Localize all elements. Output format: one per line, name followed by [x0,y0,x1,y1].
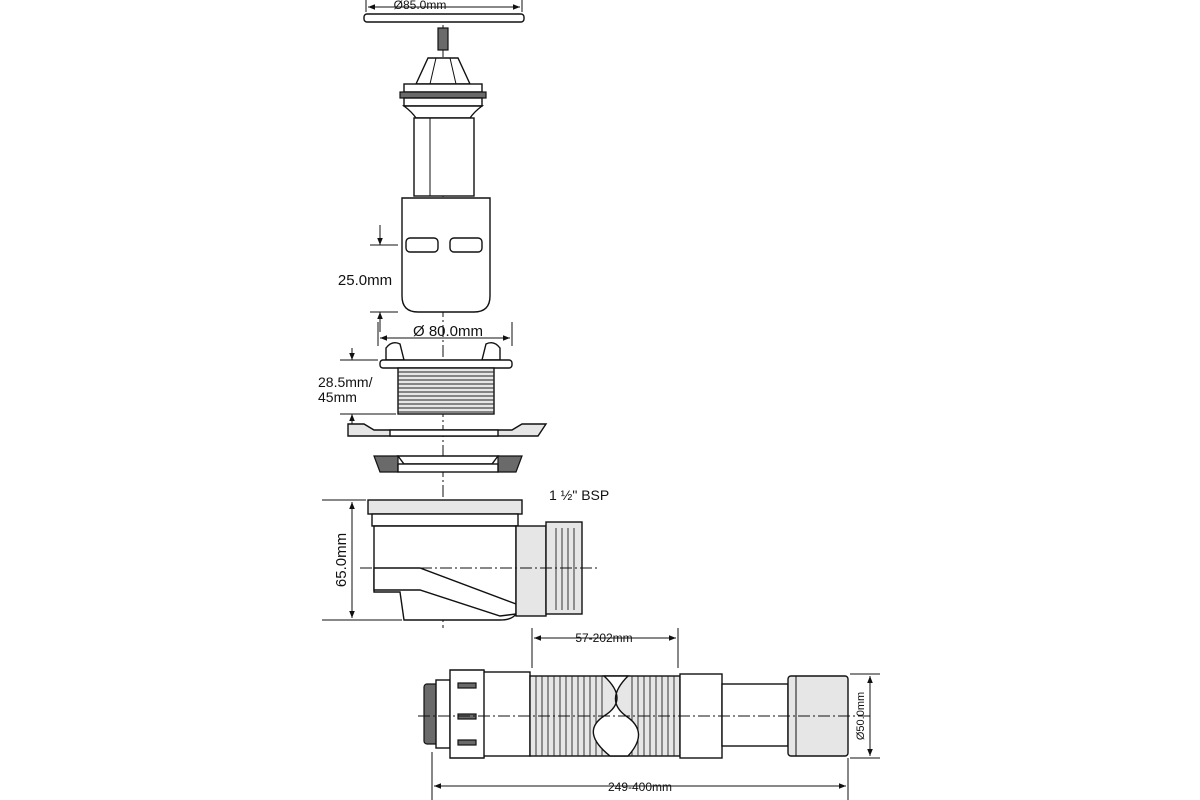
trap-height-label: 65.0mm [333,533,350,587]
thread-length-label-line2: 45mm [318,389,357,405]
thread-length-label-line1: 28.5mm/ [318,374,373,390]
flex-hose [418,628,880,800]
hose-diameter-label: Ø50.0mm [855,692,867,740]
grate-spindle [399,57,487,197]
rubber-gasket [373,455,523,473]
trap-body [322,499,600,621]
flange-diameter-label: Ø 80.0mm [413,323,483,340]
cup-height-label: 25.0mm [338,272,392,289]
total-length-label: 249-400mm [608,780,672,794]
tray-washer [347,423,548,437]
threaded-flange [340,341,513,426]
outlet-thread-label: 1 ½" BSP [549,487,609,503]
drain-cup [370,197,491,332]
grate-diameter-label: Ø85.0mm [394,0,447,12]
grate-cover [363,0,525,51]
flex-section-label: 57-202mm [575,631,632,645]
